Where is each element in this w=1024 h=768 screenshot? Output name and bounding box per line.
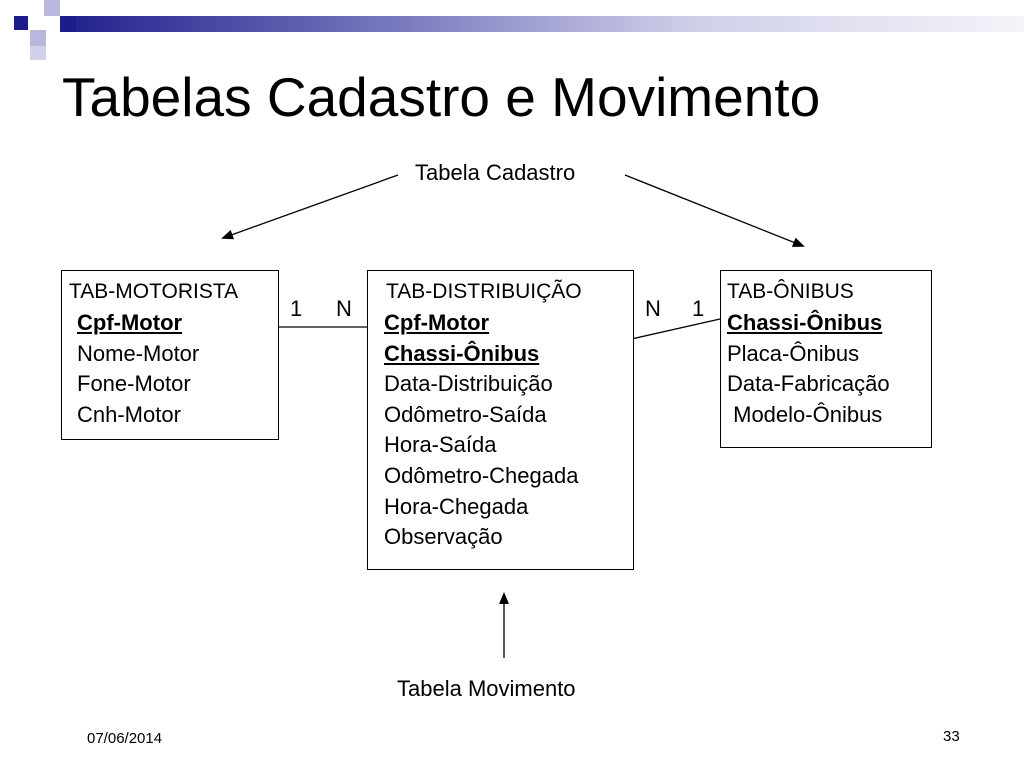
table-distribuicao-fields: Cpf-Motor Chassi-Ônibus Data-Distribuiçã…	[384, 308, 578, 553]
field-cnh-motor: Cnh-Motor	[77, 401, 181, 427]
field-hora-chegada: Hora-Chegada	[384, 493, 529, 519]
field-fone-motor: Fone-Motor	[77, 371, 191, 397]
arrow-cadastro-to-onibus	[624, 174, 805, 247]
field-cpf-motor: Cpf-Motor	[77, 310, 183, 335]
table-distribuicao: TAB-DISTRIBUIÇÃO Cpf-Motor Chassi-Ônibus…	[367, 270, 634, 570]
cardinality-right-many: N	[645, 296, 661, 321]
field-cpf-motor: Cpf-Motor	[384, 310, 490, 335]
table-onibus: TAB-ÔNIBUS Chassi-Ônibus Placa-Ônibus Da…	[720, 270, 932, 448]
table-distribuicao-header: TAB-DISTRIBUIÇÃO	[386, 280, 582, 303]
decor-gradient-band	[76, 16, 1024, 32]
field-data-fabricacao: Data-Fabricação	[727, 371, 890, 397]
field-data-distribuicao: Data-Distribuição	[384, 371, 553, 397]
slide-title: Tabelas Cadastro e Movimento	[62, 66, 821, 128]
field-modelo-onibus: Modelo-Ônibus	[727, 401, 883, 427]
field-chassi-onibus: Chassi-Ônibus	[384, 340, 540, 366]
field-odometro-chegada: Odômetro-Chegada	[384, 462, 579, 488]
label-tabela-cadastro: Tabela Cadastro	[415, 160, 576, 185]
field-hora-saida: Hora-Saída	[384, 432, 497, 458]
table-motorista-fields: Cpf-Motor Nome-Motor Fone-Motor Cnh-Moto…	[77, 308, 199, 430]
slide-page-number: 33	[943, 728, 960, 745]
decor-square-light-1	[44, 0, 60, 16]
cardinality-left-many: N	[336, 296, 352, 321]
table-onibus-header: TAB-ÔNIBUS	[727, 280, 854, 303]
cardinality-right-one: 1	[692, 296, 705, 321]
field-observacao: Observação	[384, 524, 503, 550]
decor-square-light-3	[30, 46, 46, 60]
slide-date: 07/06/2014	[87, 730, 163, 747]
decor-square-light-2	[30, 30, 46, 46]
field-chassi-onibus: Chassi-Ônibus	[727, 310, 883, 335]
arrow-cadastro-to-motorista	[221, 174, 399, 240]
field-odometro-saida: Odômetro-Saída	[384, 401, 547, 427]
table-onibus-fields: Chassi-Ônibus Placa-Ônibus Data-Fabricaç…	[727, 308, 890, 430]
cardinality-left-one: 1	[290, 296, 303, 321]
table-motorista: TAB-MOTORISTA Cpf-Motor Nome-Motor Fone-…	[61, 270, 279, 440]
decor-square-navy-2	[60, 16, 76, 32]
table-motorista-header: TAB-MOTORISTA	[69, 280, 239, 303]
field-nome-motor: Nome-Motor	[77, 340, 200, 366]
field-placa-onibus: Placa-Ônibus	[727, 340, 860, 366]
label-tabela-movimento: Tabela Movimento	[397, 676, 576, 701]
decor-square-navy-1	[14, 16, 28, 30]
